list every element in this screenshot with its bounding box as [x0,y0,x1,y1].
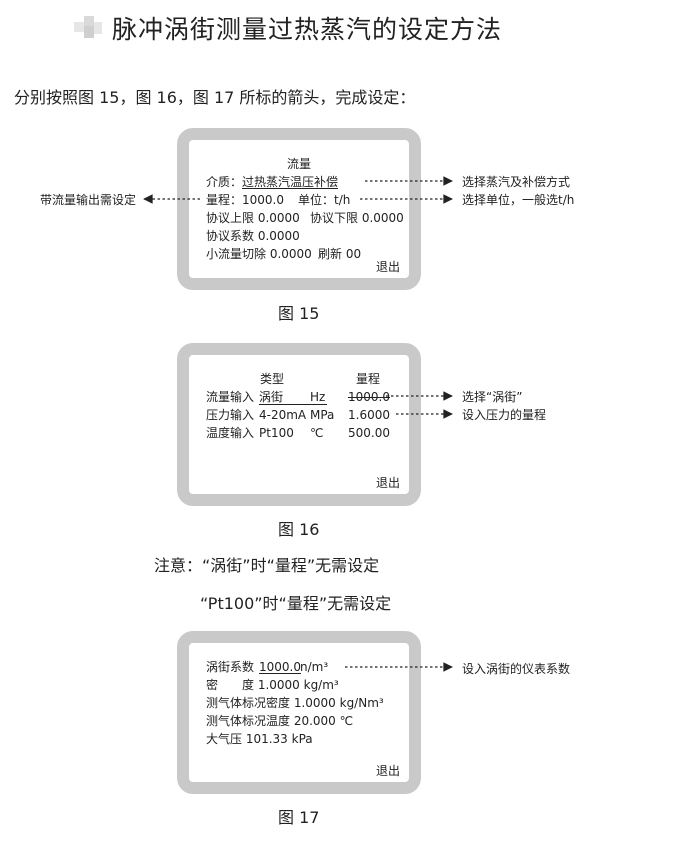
fig17-atm: 大气压 101.33 kPa [206,732,313,746]
fig17-std-density: 测气体标况密度 1.0000 kg/Nm³ [206,696,384,710]
fig16-row-unit: MPa [310,408,335,422]
fig16-row-range: 1.6000 [348,408,390,422]
note-line-1: 注意：“涡街”时“量程”无需设定 [154,556,380,575]
fig16-row-label: 压力输入 [206,408,255,422]
fig16-row-label: 流量输入 [206,390,255,404]
fig16-annot-pressure: 设入压力的量程 [462,408,547,422]
fig16-row-range: 1000.0 [348,390,390,404]
fig17-density: 密 度 1.0000 kg/m³ [206,678,339,692]
fig15-medium-value: 过热蒸汽温压补偿 [242,175,339,189]
fig15-unit-label: 单位： [298,193,335,207]
fig15-medium-label: 介质： [206,175,243,189]
fig15-caption: 图 15 [278,304,320,323]
fig17-caption: 图 17 [278,808,320,827]
fig16-screen [177,343,421,506]
fig17-std-temp: 测气体标况温度 20.000 ℃ [206,714,354,728]
fig16-row-type: 4-20mA [259,408,307,422]
fig16-row-unit: ℃ [310,426,324,440]
fig17-exit: 退出 [376,764,401,778]
fig15-range-label: 量程： [206,193,243,207]
fig16-flow-underline [259,404,327,405]
fig16-row-range: 500.00 [348,426,390,440]
fig15-lower-limit: 协议下限 0.0000 [310,211,404,225]
fig17-vortex-label: 涡街系数 [206,660,255,674]
fig15-upper-limit: 协议上限 0.0000 [206,211,300,225]
fig16-row-label: 温度输入 [206,426,255,440]
fig17-vortex-unit: n/m³ [300,660,329,674]
fig15-refresh: 刷新 00 [318,247,362,261]
fig17-annot-vortex: 设入涡街的仪表系数 [462,662,571,676]
fig16-col-type: 类型 [260,372,285,386]
fig17-vortex-value: 1000.0 [259,660,301,674]
fig15-exit: 退出 [376,260,401,274]
fig16-row-unit: Hz [310,390,326,404]
fig15-range-value: 1000.0 [242,193,284,207]
fig15-small-cut: 小流量切除 0.0000 [206,247,312,261]
fig15-annot-medium: 选择蒸汽及补偿方式 [462,175,571,189]
fig15-coefficient: 协议系数 0.0000 [206,229,300,243]
fig16-caption: 图 16 [278,520,320,539]
fig16-annot-flow: 选择“涡街” [462,390,523,404]
fig15-screen [177,128,421,290]
fig15-heading: 流量 [287,157,312,171]
fig16-row-type: Pt100 [259,426,294,440]
fig17-screen [177,631,421,794]
intro-text: 分别按照图 15，图 16，图 17 所标的箭头，完成设定： [14,88,416,107]
page-title: 脉冲涡街测量过热蒸汽的设定方法 [112,15,503,44]
fig15-unit-value: t/h [334,193,351,207]
title-decoration-icon [74,14,104,44]
fig16-col-range: 量程 [356,372,381,386]
note-line-2: “Pt100”时“量程”无需设定 [200,594,392,613]
fig15-annot-range: 带流量输出需设定 [40,193,137,207]
fig16-row-type: 涡街 [259,390,284,404]
fig16-exit: 退出 [376,476,401,490]
fig15-annot-unit: 选择单位，一般选t/h [462,193,575,207]
